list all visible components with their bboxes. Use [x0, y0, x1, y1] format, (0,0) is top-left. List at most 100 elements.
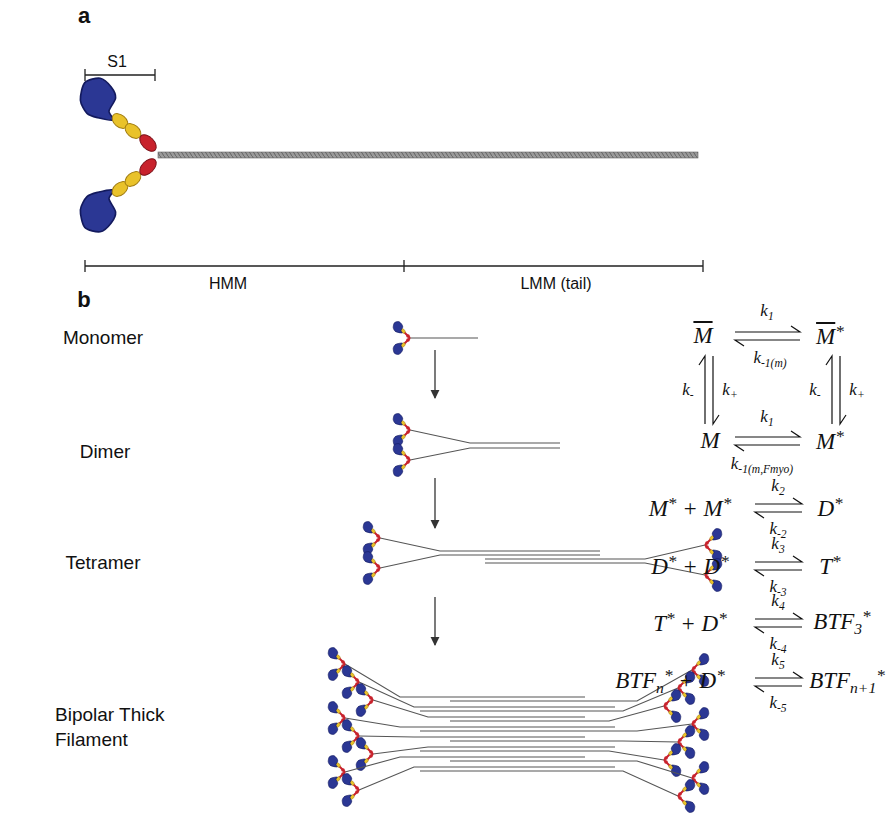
myosin-tail	[345, 718, 615, 727]
motor-head	[342, 687, 352, 698]
text-segment: *	[876, 666, 885, 685]
text-segment: BTF	[809, 668, 850, 693]
text-segment: BTF	[615, 668, 656, 693]
motor-head	[699, 654, 709, 665]
text-segment: M	[700, 428, 719, 453]
equation-term: T* + D*	[653, 609, 727, 637]
stage-label: Tetramer	[66, 552, 141, 574]
equation-term: k+	[849, 380, 864, 402]
myosin-tail	[420, 751, 664, 760]
motor-head	[363, 522, 373, 533]
text-segment: 3	[854, 621, 862, 638]
motor-head	[80, 78, 115, 120]
text-segment: k	[771, 650, 779, 669]
text-segment: T	[819, 554, 832, 579]
motor-head	[342, 741, 352, 752]
text-segment: *	[666, 609, 675, 628]
text-segment: k	[849, 380, 857, 399]
text-segment: HMM	[209, 275, 247, 292]
assembly-arrow	[434, 597, 435, 645]
motor-head	[393, 465, 403, 476]
motor-head	[699, 783, 709, 794]
equation-term: k2	[771, 476, 784, 498]
text-segment: k	[753, 348, 761, 367]
text-segment: 1	[768, 310, 774, 323]
motor-head	[393, 322, 403, 333]
text-segment: *	[723, 494, 732, 513]
stage-label: Dimer	[80, 441, 131, 463]
equation-term: M*	[816, 322, 844, 350]
motor-head	[699, 729, 709, 740]
panel-letter: a	[78, 3, 90, 28]
motor-head	[685, 747, 695, 758]
text-segment: *	[668, 494, 677, 513]
text-segment: -	[817, 389, 821, 402]
equation-term: T*	[819, 552, 840, 580]
text-segment: *	[664, 666, 673, 685]
equation-term: k+	[722, 380, 737, 402]
motor-head	[393, 444, 403, 455]
motor-head	[393, 414, 403, 425]
myosin-tail	[450, 741, 678, 742]
equation-term: k-5	[769, 693, 786, 715]
motor-head	[342, 720, 352, 731]
bracket	[85, 69, 703, 272]
equation-term: k-1(m,Fmyo)	[731, 454, 793, 476]
motor-head	[671, 765, 681, 776]
motor-head	[356, 738, 366, 749]
stage-label: Bipolar Thick Filament	[55, 703, 205, 752]
motor-head	[342, 774, 352, 785]
equation-term: k5	[771, 650, 784, 672]
text-segment: 3	[779, 543, 785, 556]
text-segment: T	[653, 611, 666, 636]
text-segment: 5	[779, 659, 785, 672]
text-segment: 2	[779, 485, 785, 498]
text-segment: *	[716, 666, 725, 685]
text-segment: Dimer	[80, 441, 131, 462]
text-segment: +	[730, 389, 738, 402]
motor-head	[363, 573, 373, 584]
text-segment: n+1	[850, 680, 876, 697]
text-segment: M	[816, 324, 835, 349]
motor-head	[342, 795, 352, 806]
light-chain	[137, 132, 160, 155]
motor-head	[328, 669, 338, 680]
text-segment: -	[690, 389, 694, 402]
motor-head	[393, 343, 403, 354]
equation-term: BTF3*	[813, 607, 870, 638]
text-segment: *	[832, 552, 841, 571]
text-segment: + D	[676, 554, 720, 579]
motor-head	[712, 580, 722, 591]
motor-head	[712, 529, 722, 540]
text-segment: 1	[768, 416, 774, 429]
equation-term: M*	[816, 427, 844, 455]
motor-head	[342, 666, 352, 677]
motor-head	[699, 762, 709, 773]
text-segment: a	[78, 3, 90, 28]
text-segment: *	[835, 322, 844, 341]
assembly-stages	[328, 322, 722, 813]
myosin-tail	[410, 448, 560, 460]
motor-head	[699, 708, 709, 719]
text-segment: Bipolar Thick Filament	[55, 704, 164, 750]
region-label: LMM (tail)	[520, 275, 591, 293]
text-segment: n	[656, 680, 664, 697]
myosin-tail	[345, 757, 585, 772]
myosin-tail	[450, 706, 664, 721]
equation-term: k-1(m)	[753, 348, 786, 370]
text-segment: M	[649, 496, 668, 521]
text-segment: k	[771, 476, 779, 495]
myosin-tail	[410, 337, 478, 338]
light-chain	[137, 156, 160, 179]
text-segment: +	[857, 389, 865, 402]
text-segment: k	[731, 454, 739, 473]
text-segment: *	[720, 552, 729, 571]
coiled-coil-tail	[158, 152, 698, 158]
motor-head	[356, 705, 366, 716]
text-segment: k	[760, 407, 768, 426]
text-segment: *	[668, 552, 677, 571]
equation-term: D*	[817, 494, 842, 522]
text-segment: k	[769, 693, 777, 712]
